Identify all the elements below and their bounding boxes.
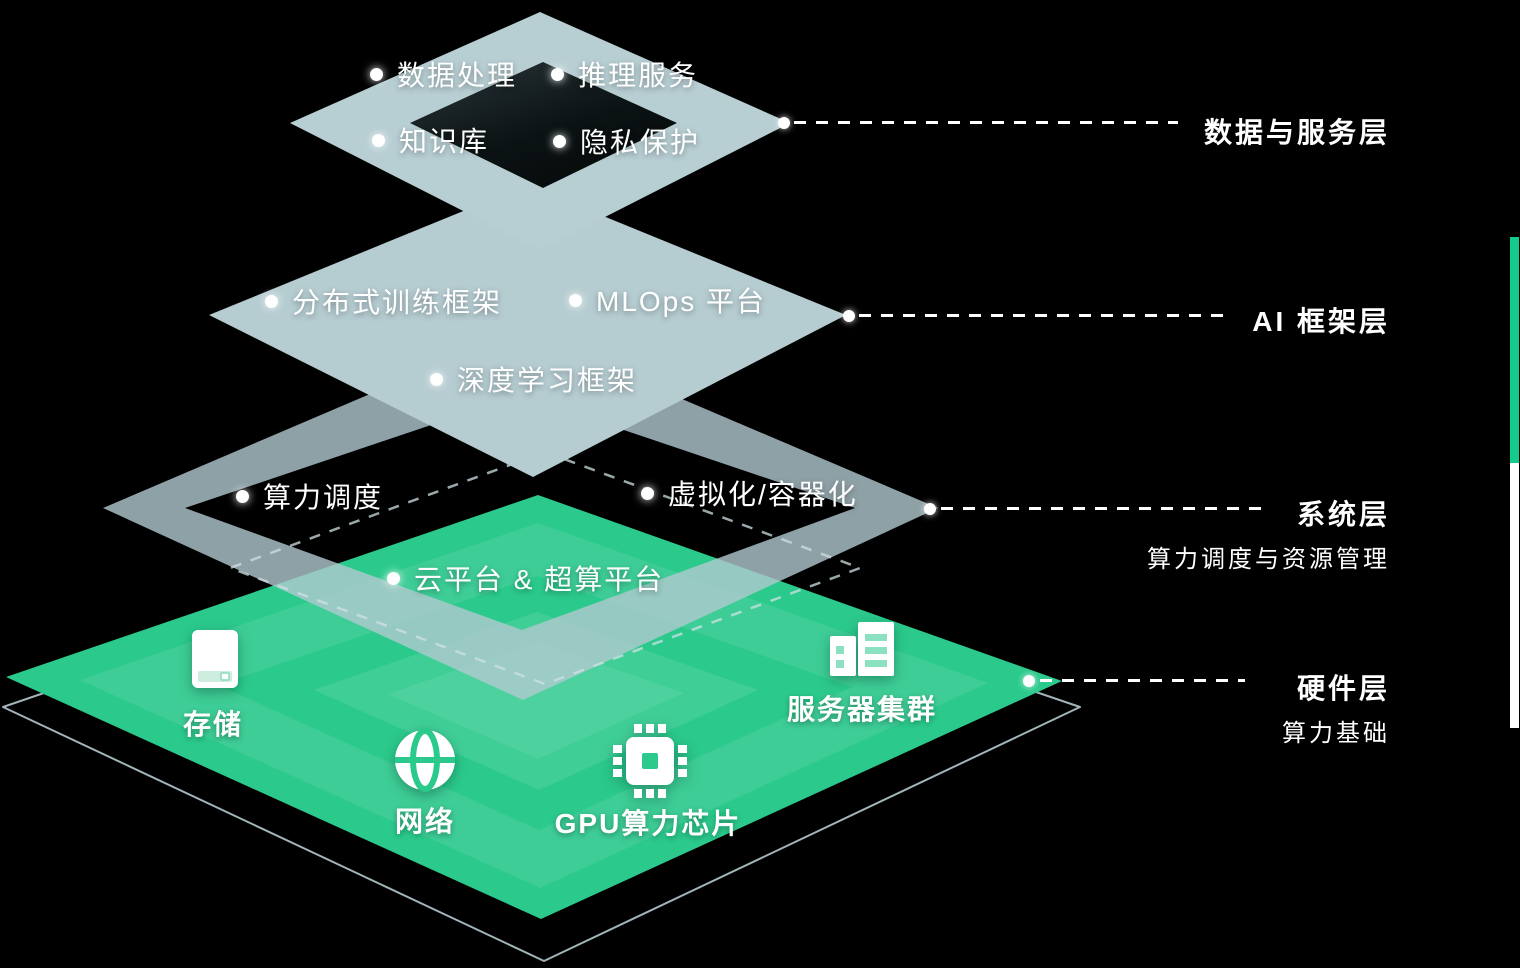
side-accent-bar-white — [1510, 463, 1519, 728]
connector-dot — [778, 117, 790, 129]
bullet-dot — [430, 372, 443, 386]
gpu-chip-icon — [611, 722, 689, 800]
list-item: 推理服务 — [551, 54, 698, 94]
item-label: 隐私保护 — [580, 127, 701, 158]
side-accent-bar-green — [1510, 237, 1519, 463]
item-label: MLOps 平台 — [596, 286, 767, 317]
system-layer-ring — [103, 330, 938, 700]
connector-dot — [924, 503, 936, 515]
connector-line — [941, 507, 1262, 510]
connector-dot — [1023, 675, 1035, 687]
list-item: 算力调度 — [236, 476, 383, 516]
item-label: 分布式训练框架 — [292, 287, 503, 318]
bullet-dot — [265, 294, 278, 308]
layer-title-data-service: 数据与服务层 — [1203, 117, 1390, 148]
list-item: 分布式训练框架 — [265, 281, 502, 321]
item-label: 算力调度 — [263, 482, 384, 513]
bullet-dot — [553, 134, 566, 148]
item-label: 知识库 — [399, 126, 490, 157]
layer-title-ai-framework: AI 框架层 — [1252, 306, 1390, 337]
hardware-item-label: GPU算力芯片 — [554, 808, 742, 839]
bullet-dot — [569, 293, 582, 307]
list-item: 深度学习框架 — [430, 359, 637, 399]
list-item: 知识库 — [372, 120, 489, 160]
list-item: 云平台 & 超算平台 — [387, 558, 664, 598]
network-icon — [393, 728, 457, 792]
item-label: 虚拟化/容器化 — [668, 479, 858, 510]
hardware-item-label: 网络 — [394, 806, 456, 837]
bullet-dot — [551, 67, 564, 81]
layer-title-hardware: 硬件层 — [1296, 673, 1390, 704]
bullet-dot — [372, 133, 385, 147]
bullet-dot — [387, 571, 400, 585]
list-item: 数据处理 — [370, 54, 517, 94]
storage-icon — [192, 630, 238, 688]
item-label: 深度学习框架 — [457, 365, 638, 396]
item-label: 推理服务 — [578, 60, 699, 91]
list-item: 虚拟化/容器化 — [641, 473, 858, 513]
connector-line — [859, 314, 1232, 317]
list-item: MLOps 平台 — [569, 280, 766, 320]
data-service-layer-core — [410, 62, 677, 188]
item-label: 云平台 & 超算平台 — [414, 564, 665, 595]
connector-line — [794, 121, 1178, 124]
bullet-dot — [641, 486, 654, 500]
connector-line — [1040, 679, 1245, 682]
layer-subtitle-system: 算力调度与资源管理 — [1147, 546, 1390, 573]
item-label: 数据处理 — [397, 60, 518, 91]
layer-title-system: 系统层 — [1296, 499, 1390, 530]
list-item: 隐私保护 — [553, 121, 700, 161]
system-layer-hidden-edges — [226, 450, 864, 686]
hardware-item-label: 服务器集群 — [786, 694, 938, 725]
layer-subtitle-hardware: 算力基础 — [1282, 720, 1390, 747]
hardware-item-label: 存储 — [182, 709, 244, 740]
connector-dot — [843, 310, 855, 322]
ai-framework-layer-diamond — [209, 185, 846, 477]
bullet-dot — [236, 489, 249, 503]
bullet-dot — [370, 67, 383, 81]
server-cluster-icon — [824, 616, 900, 676]
